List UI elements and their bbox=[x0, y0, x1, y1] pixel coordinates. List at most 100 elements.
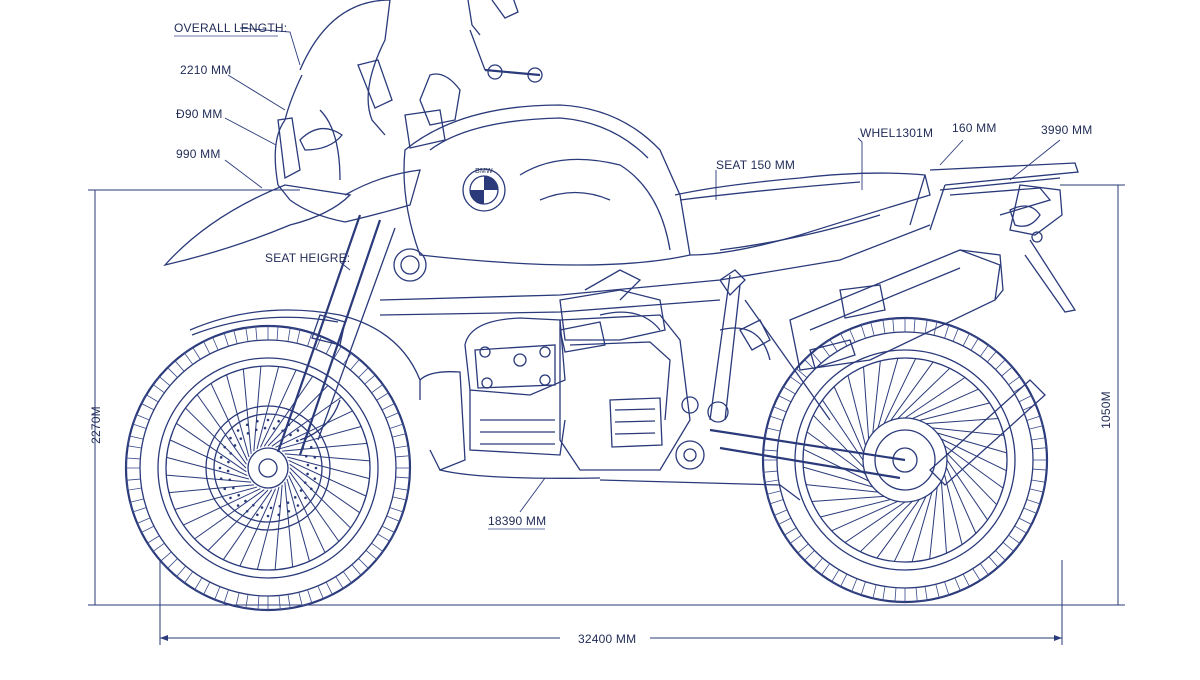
label-overall-length: OVERALL LENGTH: bbox=[174, 21, 287, 35]
label-seat-height: SEAT HEIGRE: bbox=[265, 251, 350, 265]
tire-tread-block bbox=[307, 332, 322, 350]
tire-tread-block bbox=[395, 467, 411, 479]
tire-tread-block bbox=[962, 332, 979, 351]
front-fork bbox=[189, 214, 421, 456]
disc-hole bbox=[232, 486, 235, 490]
disc-hole bbox=[237, 493, 240, 497]
tire-tread-block bbox=[257, 595, 269, 611]
tire-tread-block bbox=[335, 571, 353, 590]
wheel-spoke bbox=[274, 484, 283, 570]
disc-hole bbox=[281, 429, 284, 433]
wheel-spoke bbox=[931, 427, 1005, 436]
disc-hole bbox=[229, 496, 232, 500]
tire-tread-block bbox=[386, 507, 404, 522]
tire-tread-block bbox=[371, 383, 390, 401]
tire-tread-block bbox=[125, 457, 141, 469]
disc-hole bbox=[309, 487, 313, 491]
wheel-spoke bbox=[911, 492, 933, 562]
label-990mm: 990 MM bbox=[176, 147, 221, 161]
disc-hole bbox=[306, 463, 310, 467]
handlebar-assembly bbox=[404, 0, 543, 149]
disc-hole bbox=[304, 454, 308, 458]
wheel-spoke bbox=[210, 383, 248, 461]
disc-hole bbox=[229, 452, 233, 455]
label-3990mm: 3990 MM bbox=[1041, 123, 1092, 137]
tire-tread-block bbox=[872, 584, 886, 601]
front-wheel bbox=[124, 324, 412, 612]
wheel-spoke bbox=[176, 422, 247, 473]
tire-tread-block bbox=[1026, 415, 1044, 430]
wheel-spoke bbox=[166, 474, 252, 483]
tire-tread-block bbox=[1029, 479, 1046, 493]
disc-hole bbox=[219, 456, 223, 459]
wheel-spoke bbox=[944, 445, 1004, 489]
wheel-spoke bbox=[226, 374, 250, 458]
tire-tread-block bbox=[954, 573, 971, 592]
seat bbox=[674, 172, 931, 256]
tire-tread-block bbox=[1002, 534, 1021, 552]
rear-wheel bbox=[761, 316, 1049, 604]
wheel-spoke bbox=[946, 452, 998, 506]
label-890mm: Ð90 MM bbox=[176, 107, 223, 121]
disc-hole bbox=[278, 504, 282, 508]
rear-hub bbox=[862, 417, 948, 503]
tire-tread-block bbox=[944, 324, 959, 342]
disc-hole bbox=[260, 506, 264, 509]
tire-tread-block bbox=[136, 517, 155, 534]
wheel-spoke bbox=[289, 467, 351, 529]
wheel-spoke bbox=[196, 394, 247, 465]
wheel-spoke bbox=[811, 495, 885, 502]
tire-tread-block bbox=[766, 490, 784, 505]
wheel-spoke bbox=[263, 376, 314, 447]
wheel-spoke bbox=[877, 358, 899, 428]
tank-badge-text: BMW bbox=[475, 168, 493, 175]
wheel-spoke bbox=[876, 499, 920, 559]
wheel-spoke bbox=[844, 501, 906, 543]
wheel-spoke bbox=[919, 402, 990, 422]
tire-tread-block bbox=[202, 336, 219, 355]
disc-hole bbox=[219, 477, 223, 480]
wheel-spoke bbox=[863, 366, 870, 440]
disc-hole bbox=[313, 456, 317, 459]
disc-hole bbox=[254, 428, 258, 432]
wheel-spoke bbox=[831, 500, 898, 532]
disc-hole bbox=[226, 469, 230, 473]
disc-hole bbox=[233, 444, 237, 447]
tire-tread-block bbox=[820, 338, 838, 357]
tire-tread-block bbox=[152, 376, 171, 394]
wheel-spoke bbox=[284, 482, 294, 568]
tire-tread-block bbox=[146, 535, 165, 553]
rear-rack bbox=[909, 162, 1079, 313]
disc-hole bbox=[296, 504, 300, 507]
wheel-spoke bbox=[883, 358, 917, 424]
leader-lines bbox=[224, 27, 1061, 513]
wheel-spoke bbox=[267, 385, 329, 447]
tire-tread-block bbox=[381, 402, 400, 419]
boxer-engine bbox=[393, 248, 729, 479]
tire-tread-block bbox=[979, 344, 997, 363]
wheel-spoke bbox=[847, 375, 867, 446]
disc-hole bbox=[245, 423, 249, 427]
front-fairing bbox=[163, 0, 421, 267]
wheel-spoke bbox=[945, 467, 977, 534]
disc-hole bbox=[293, 496, 297, 499]
wheel-spoke bbox=[872, 360, 881, 434]
disc-hole bbox=[306, 472, 309, 476]
tire-tread-block bbox=[287, 327, 301, 344]
disc-hole bbox=[246, 432, 250, 435]
wheel-spoke bbox=[253, 366, 262, 452]
disc-hole bbox=[277, 513, 280, 517]
tire-tread-block bbox=[935, 581, 950, 599]
tire-tread-block bbox=[389, 423, 407, 438]
tire-tread-block bbox=[851, 578, 866, 596]
wheel-spoke bbox=[946, 459, 988, 521]
wheel-spoke bbox=[289, 471, 340, 542]
label-left-height: 2270M bbox=[89, 406, 103, 444]
disc-hole bbox=[313, 477, 317, 480]
disc-hole bbox=[256, 513, 259, 517]
disc-hole bbox=[266, 514, 270, 518]
wheel-spoke bbox=[820, 498, 891, 518]
wheel-spoke bbox=[185, 407, 247, 469]
disc-hole bbox=[245, 509, 249, 513]
